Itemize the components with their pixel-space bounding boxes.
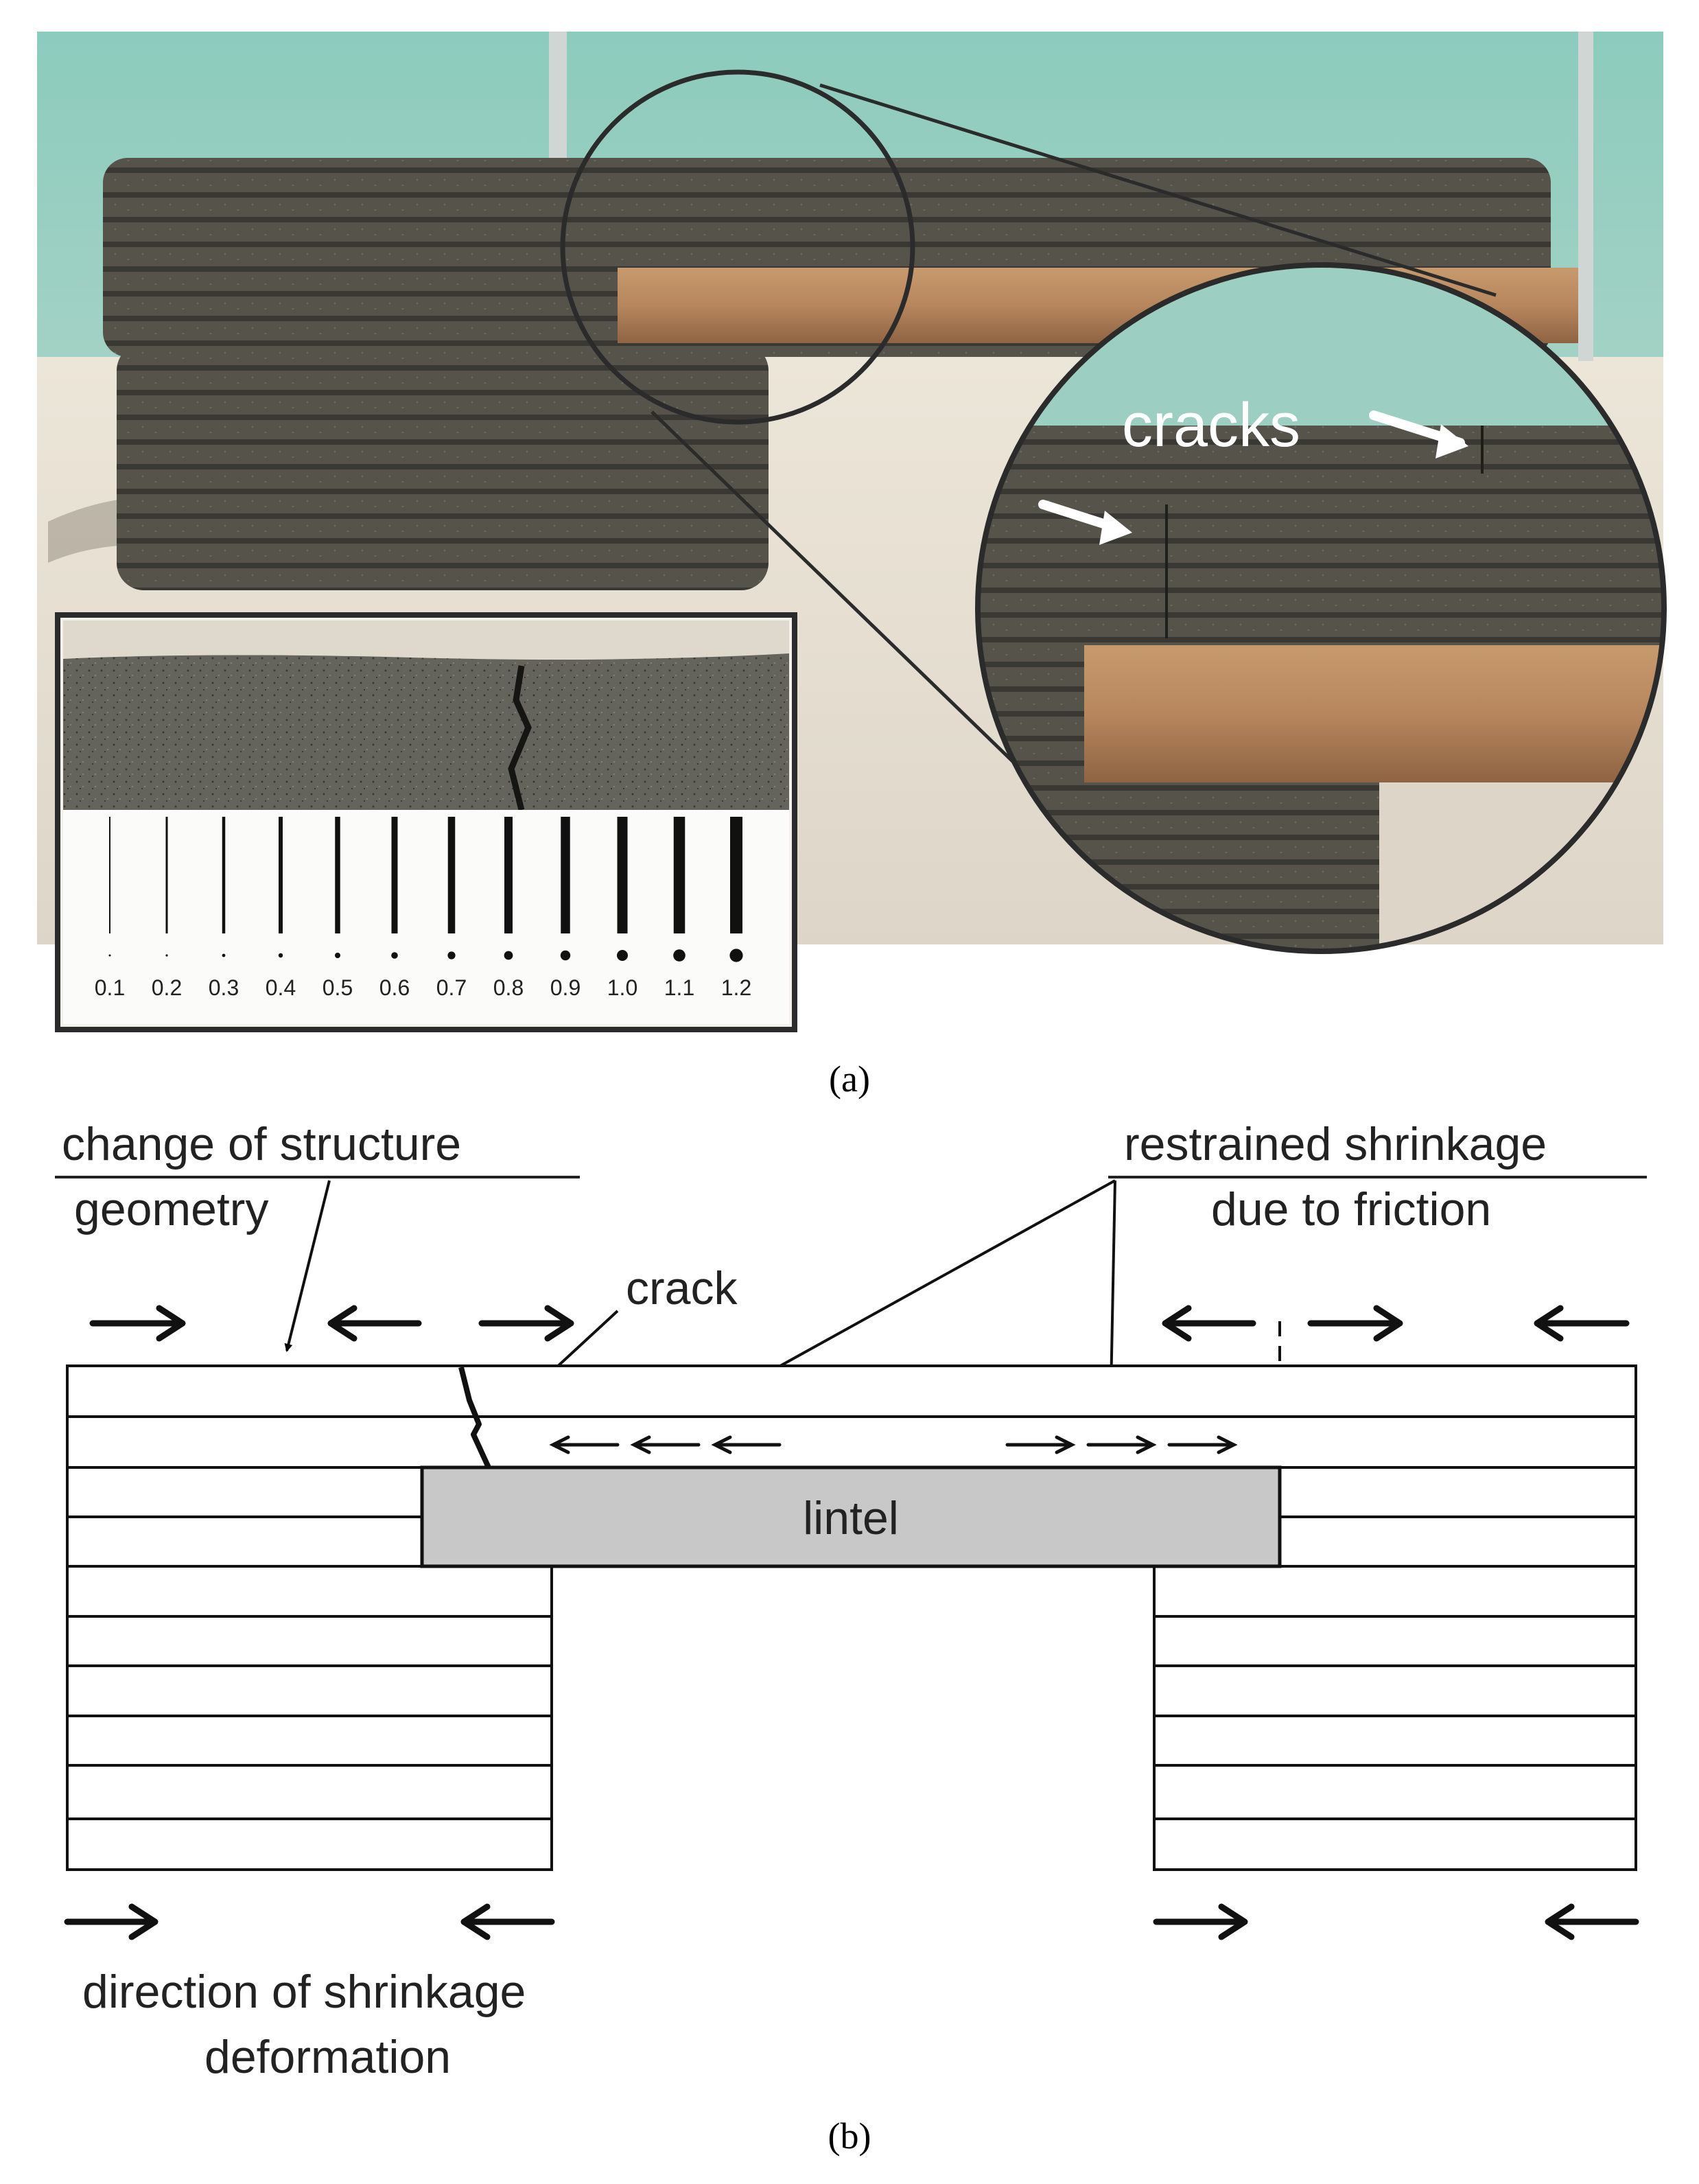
shrinkage-arrows-top — [89, 1305, 1630, 1342]
deformation-label: deformation — [204, 2031, 451, 2083]
restrained-shrinkage-label: restrained shrinkage — [1124, 1118, 1547, 1170]
panel-b-caption: (b) — [828, 2115, 871, 2157]
zoom-line — [819, 83, 1497, 297]
change-of-structure-label: change of structure — [62, 1118, 461, 1170]
ruler-dot — [278, 953, 283, 958]
ruler-tick-label: 0.3 — [209, 975, 239, 1000]
zoom-circle: cracks — [975, 262, 1667, 954]
ruler-bar — [561, 817, 570, 933]
ruler-dot — [335, 953, 340, 958]
ruler-tick-label: 0.9 — [550, 975, 581, 1000]
crack-width-inset: 0.1 0.2 0.3 0.4 0.5 0.6 0.7 0.8 0.9 1.0 1.1 1.2 — [55, 612, 797, 1032]
panel-a-photo: cracks 0.1 0.2 0.3 0.4 0.5 0.6 0.7 0.8 0.9 1.0 1.1… — [37, 32, 1667, 1032]
ruler-bar — [279, 817, 283, 933]
ruler-bar — [447, 817, 456, 933]
panel-b-diagram: change of structure geometry restrained … — [55, 1118, 1647, 2083]
ruler-tick-label: 1.0 — [607, 975, 637, 1000]
friction-arrows — [549, 1435, 1238, 1454]
ruler-dot — [617, 950, 628, 961]
magnify-source-circle — [560, 69, 915, 425]
layered-structure — [66, 1364, 1637, 1871]
frame-rail — [1578, 32, 1593, 361]
ruler-bar — [165, 817, 168, 933]
ruler-bar — [109, 817, 110, 933]
ruler-tick-label: 0.1 — [95, 975, 125, 1000]
crack-ruler — [108, 817, 743, 962]
ruler-bar — [391, 817, 398, 933]
lintel-label: lintel — [803, 1492, 899, 1544]
crack — [458, 1367, 491, 1469]
ruler-dot — [560, 950, 571, 961]
ruler-dot — [165, 954, 168, 957]
ruler-bar — [335, 817, 340, 933]
direction-of-shrinkage-label: direction of shrinkage — [82, 1966, 526, 2018]
printed-wall — [103, 158, 1578, 590]
ruler-dot — [222, 953, 226, 957]
crack-label: crack — [626, 1262, 738, 1314]
ruler-bar — [673, 817, 686, 933]
ruler-bar — [730, 817, 742, 933]
ruler-tick-label: 0.6 — [379, 975, 410, 1000]
geometry-label: geometry — [74, 1183, 268, 1235]
ruler-tick-label: 0.7 — [436, 975, 467, 1000]
ruler-dot — [673, 949, 686, 962]
ruler-bar — [617, 817, 628, 933]
frame-rail — [549, 32, 567, 169]
ruler-bar — [222, 817, 226, 933]
crack-line — [508, 665, 532, 811]
ruler-dot — [108, 954, 111, 957]
ruler-tick-label: 0.8 — [493, 975, 524, 1000]
ruler-tick-label: 0.2 — [152, 975, 182, 1000]
ruler-tick-label: 0.4 — [266, 975, 296, 1000]
ruler-dot — [504, 951, 513, 960]
ruler-dot — [729, 949, 743, 962]
due-to-friction-label: due to friction — [1211, 1183, 1491, 1235]
shrinkage-arrows-bottom — [64, 1903, 1639, 1940]
cracks-label: cracks — [1122, 391, 1300, 460]
ruler-tick-label: 1.1 — [664, 975, 694, 1000]
ruler-tick-label: 1.2 — [721, 975, 751, 1000]
lintel — [420, 1465, 1282, 1568]
ruler-tick-label: 0.5 — [323, 975, 353, 1000]
ruler-dot — [447, 951, 456, 960]
panel-a-caption: (a) — [829, 1058, 870, 1100]
leader-line — [284, 1180, 331, 1352]
ruler-bar — [504, 817, 513, 933]
ruler-dot — [391, 952, 398, 959]
